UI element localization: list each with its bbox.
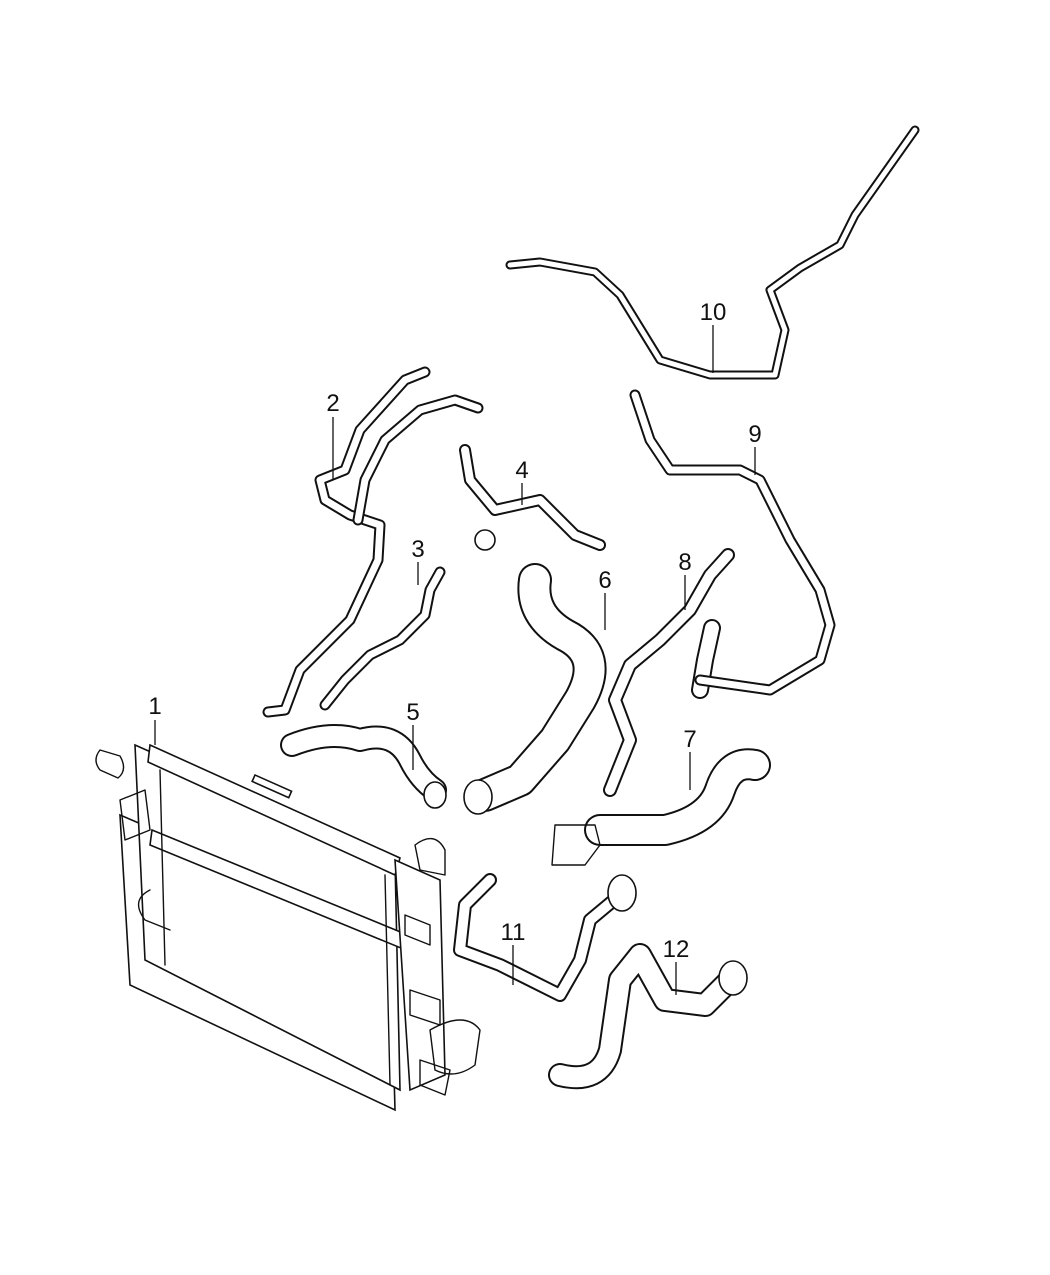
callout-4: 4: [515, 457, 528, 484]
leader-lines: [154, 325, 756, 995]
callout-8: 8: [678, 549, 691, 576]
callout-11: 11: [501, 919, 526, 946]
part-8-hose: [603, 548, 735, 797]
callout-5: 5: [406, 699, 419, 726]
part-4-hose: [459, 444, 606, 551]
part-3-tube: [319, 566, 446, 711]
callout-9: 9: [748, 421, 761, 448]
callout-6: 6: [598, 567, 611, 594]
callout-labels: 1 2 3 4 5 6 7 8 9 10 11 12: [148, 299, 761, 963]
part-11-hose: [453, 873, 637, 1002]
part-6-hose: [463, 563, 607, 815]
part-9-hose: [629, 389, 836, 696]
part-5-hose: [280, 724, 447, 809]
radiator-top-tank: [147, 743, 401, 877]
callout-2: 2: [326, 390, 339, 417]
callout-12: 12: [663, 936, 690, 963]
radiator-side-tank: [394, 858, 446, 1092]
part-1-radiator: [95, 743, 481, 1112]
callout-1: 1: [148, 693, 161, 720]
part-2-heater-hoses: [262, 366, 484, 718]
part-7-hose: [551, 748, 771, 866]
part-10-hose: [505, 125, 920, 380]
part-12-hose: [548, 943, 748, 1090]
callout-7: 7: [683, 726, 696, 753]
callout-3: 3: [411, 536, 424, 563]
callout-10: 10: [700, 299, 727, 326]
